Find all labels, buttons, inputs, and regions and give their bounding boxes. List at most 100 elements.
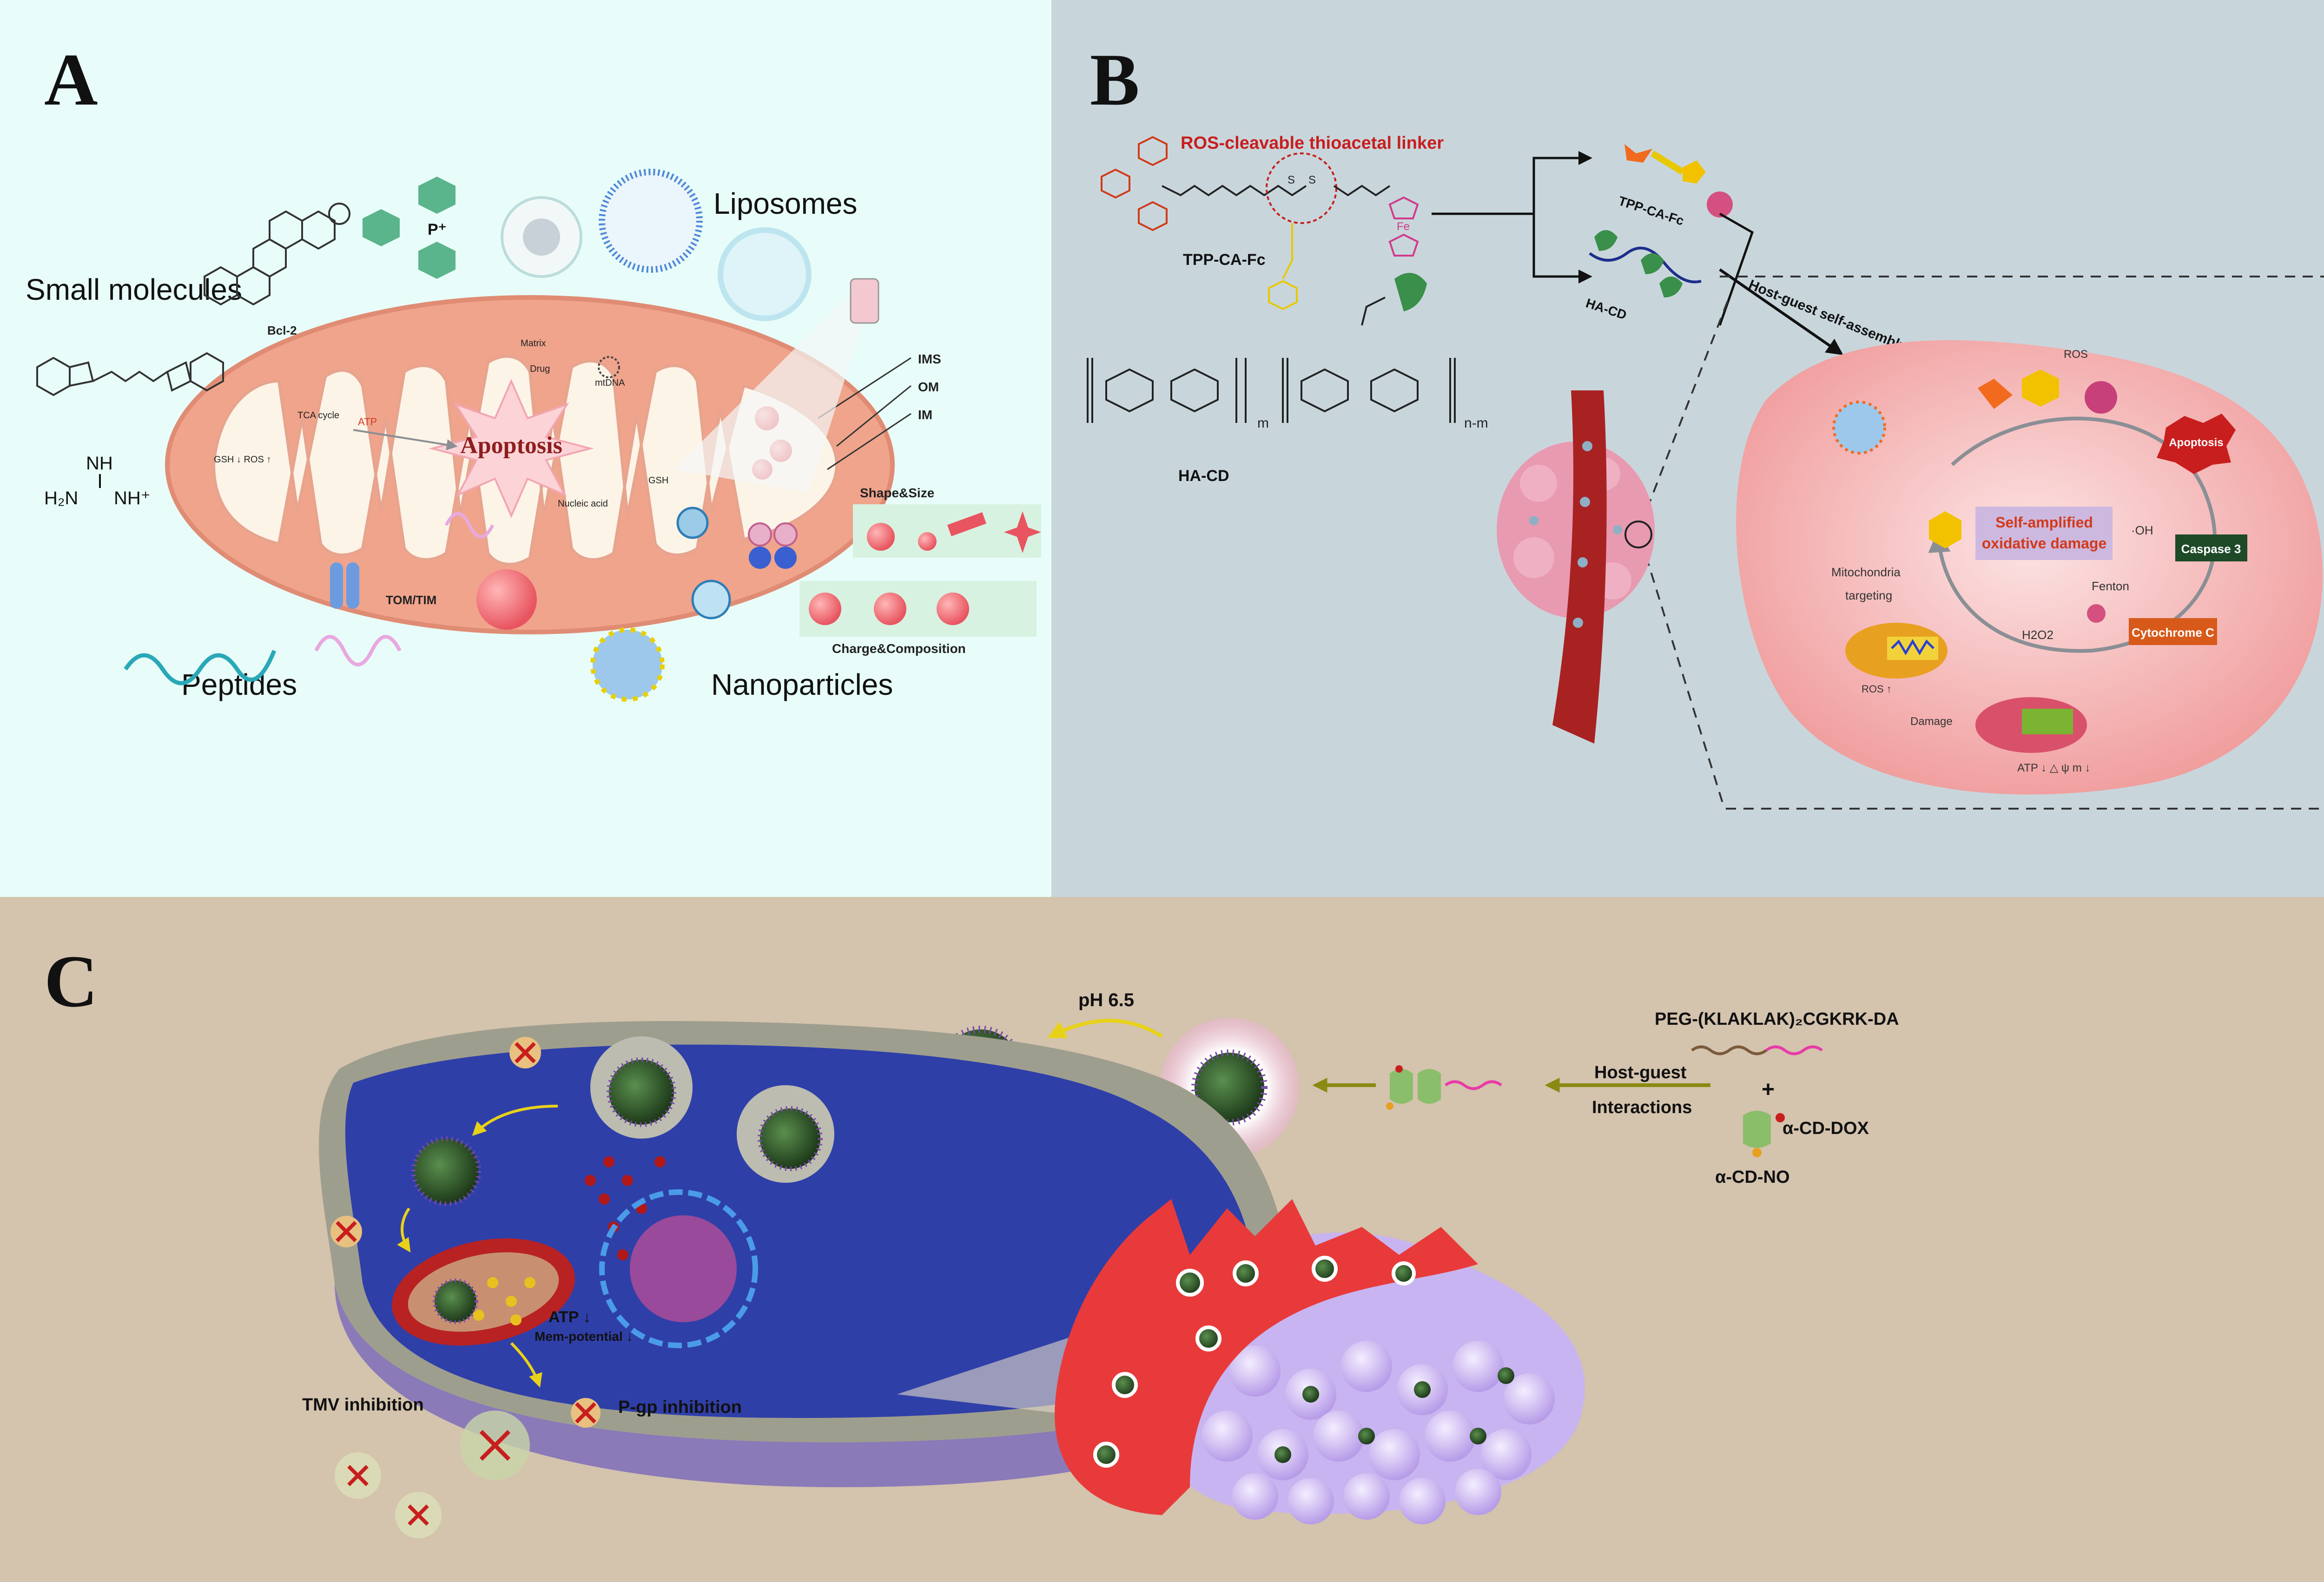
negative-charge-2 (773, 522, 798, 547)
vessel-nanoparticles (1093, 1256, 1416, 1468)
tpp-p-label: P⁺ (428, 221, 447, 238)
mito-nanoparticle (676, 507, 709, 539)
ros-up-label: ROS ↑ (1862, 683, 1892, 695)
im-label: IM (918, 408, 932, 422)
apoptosis-burst (429, 379, 594, 518)
apoptosis-label-b: Apoptosis (2169, 436, 2223, 449)
glowing-nanoparticle (1191, 1049, 1268, 1126)
tumor-tissue (1055, 1199, 1585, 1524)
panel-a: A Apoptosis TCA cycle ATP GSH ↓ ROS ↑ Ma… (26, 38, 1041, 702)
panel-b: B ROS-cleavable thioacetal linker S S Fe… (1087, 38, 2324, 810)
cell-mito-crista (1891, 639, 1934, 655)
tmv-vesicle-2 (335, 1452, 381, 1499)
guanidine-nh: NH (86, 453, 113, 474)
caspase3-label: Caspase 3 (2181, 542, 2241, 556)
cytochrome-label: Cytochrome C (2132, 626, 2214, 639)
panel-b-letter: B (1090, 38, 1140, 121)
ros-label-b: ROS (2064, 348, 2088, 361)
spotlight-lamp (850, 278, 879, 324)
peptide-wave-1 (124, 650, 277, 686)
zoom-line-top (1640, 297, 1730, 526)
yellow-hexagon (1929, 511, 1961, 548)
charge-sphere-2 (874, 593, 906, 625)
im-pointer (827, 413, 911, 470)
mem-potential-label: Mem-potential ↓ (535, 1329, 633, 1344)
mtdna-ring (598, 356, 620, 378)
apoptosis-label: Apoptosis (460, 432, 562, 459)
mito-gold-dots (473, 1277, 535, 1325)
host-guest-bracket (1718, 212, 1754, 326)
ha-cd-structure (1087, 297, 1456, 423)
cytochrome-box (2129, 618, 2217, 645)
apoptosis-star-b (2157, 414, 2236, 474)
cd-dox-dot (1776, 1113, 1785, 1122)
cd-no-dot (1752, 1148, 1762, 1157)
assembled-conjugate (1386, 1065, 1502, 1110)
self-amplified-label-2: oxidative damage (1982, 535, 2107, 552)
charge-sphere-3 (937, 593, 969, 625)
cell-nanoparticle (1832, 401, 1886, 455)
inset-dashed-box (1720, 276, 2324, 810)
sub-m-label: m (1257, 415, 1269, 431)
inner-arrow-1 (472, 1105, 558, 1136)
liposome-bubble (718, 227, 812, 321)
gsh-label: GSH (648, 475, 668, 486)
charge-composition-label: Charge&Composition (832, 641, 966, 656)
tpp-ca-fc-structure (1101, 136, 1419, 310)
fe-label: Fe (1397, 220, 1410, 233)
matrix-label: Matrix (521, 338, 546, 349)
ims-label: IMS (918, 352, 941, 366)
cell-cytoplasm (345, 1044, 1256, 1418)
cd-dox-cup (1743, 1111, 1771, 1148)
ha-cd-icon (1589, 230, 1702, 297)
mtdna-label: mtDNA (595, 378, 625, 388)
gsh-ros-label: GSH ↓ ROS ↑ (214, 455, 271, 465)
sub-nm-label: n-m (1464, 415, 1488, 431)
small-molecules-label: Small molecules (26, 273, 242, 306)
host-guest-label-c: Host-guest (1594, 1063, 1687, 1082)
inner-arrow-2 (397, 1207, 411, 1252)
s2-label: S (1308, 174, 1316, 186)
bcl2-label: Bcl-2 (267, 323, 297, 337)
dox-dots (585, 1156, 666, 1260)
nucleic-acid-label: Nucleic acid (558, 499, 608, 509)
tom-tim-channel-2 (346, 562, 359, 609)
tmv-label: TMV inhibition (302, 1395, 424, 1415)
nucleus (630, 1215, 737, 1322)
ph-arrow (1047, 1019, 1163, 1038)
shape-size-rod (947, 512, 987, 536)
x-mark-pgp (571, 1398, 601, 1428)
panel-c: C PEG-(KLAKLAK)₂CGKRK-DA + α-CD-DOX α-CD… (44, 940, 1899, 1538)
atp-label-c: ATP ↓ (548, 1308, 591, 1326)
fenton-sphere (2087, 604, 2106, 623)
damage-label: Damage (1910, 715, 1953, 728)
branch-up (1532, 151, 1592, 214)
tumor-vessel (1497, 390, 1655, 744)
pgp-label: P-gp inhibition (618, 1397, 742, 1417)
positive-charge-1 (749, 547, 771, 569)
spotlight-beam (674, 288, 874, 493)
drug-label: Drug (530, 364, 550, 374)
atp-label-a: ATP (358, 416, 377, 428)
nanoparticle-core (590, 627, 665, 702)
panel-c-letter: C (44, 940, 98, 1022)
shape-size-sphere-1 (867, 523, 895, 551)
peg-label: PEG-(KLAKLAK)₂CGKRK-DA (1655, 1009, 1899, 1029)
liposome-content (523, 218, 560, 256)
om-label: OM (918, 380, 939, 394)
cycle-arrow (1928, 416, 2217, 653)
nanoparticles-label: Nanoparticles (711, 668, 893, 701)
ros-sphere (2085, 381, 2117, 414)
mitochondrion: Apoptosis TCA cycle ATP GSH ↓ ROS ↑ Matr… (165, 278, 941, 634)
endosome-2-np (758, 1106, 823, 1171)
endosome-1-np (607, 1057, 676, 1127)
cd-no-label: α-CD-NO (1715, 1167, 1790, 1187)
shape-size-label: Shape&Size (860, 486, 934, 500)
cell-lower (335, 1283, 1297, 1487)
s1-label: S (1287, 174, 1295, 186)
x-mark-top (509, 1037, 541, 1068)
tca-label: TCA cycle (297, 410, 339, 421)
cd-dox-label: α-CD-DOX (1783, 1119, 1869, 1138)
inner-arrow-3 (510, 1342, 542, 1388)
